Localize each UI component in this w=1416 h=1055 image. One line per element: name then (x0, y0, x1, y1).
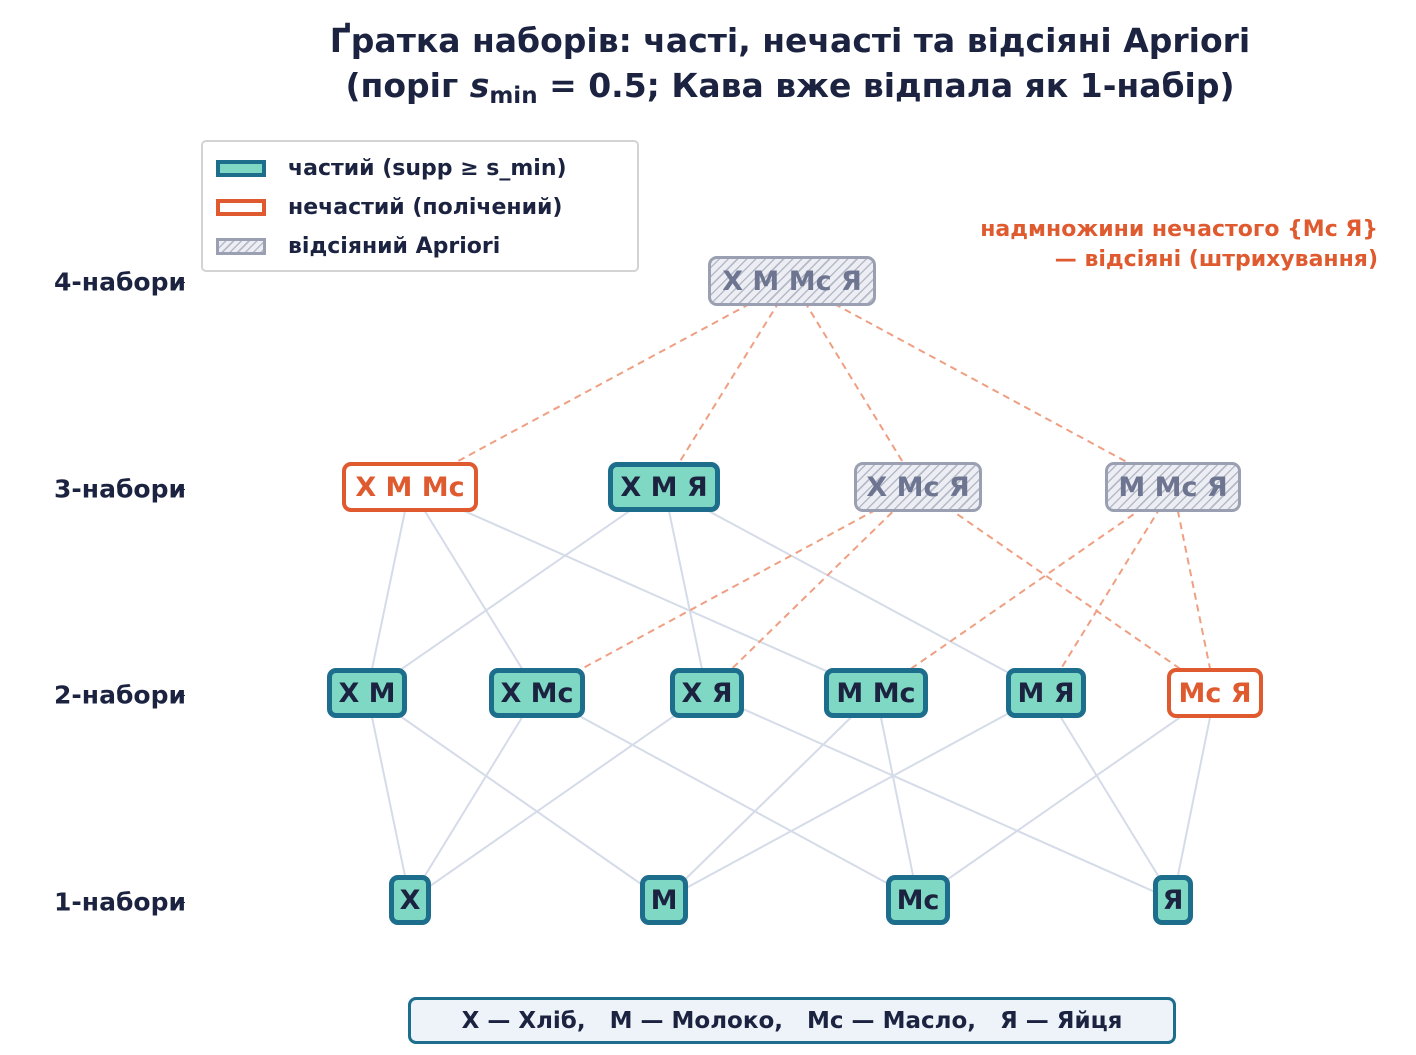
legend-swatch-frequent (216, 159, 266, 177)
edge-XMYa-XYa (663, 486, 708, 694)
edge-XMsYa-MsYa (917, 486, 1216, 694)
edge-MMs-Ms (875, 692, 919, 901)
itemset-node-Ms: Мс (886, 875, 950, 925)
itemset-node-M: М (640, 875, 688, 925)
edge-XYa-X (409, 692, 708, 901)
level-label-2: 2-набори (54, 680, 186, 710)
itemset-label: Мс Я (1178, 677, 1252, 709)
edge-MMsYa-MYa (1045, 486, 1174, 694)
itemset-label: Х М Я (620, 471, 708, 503)
edge-XMMsYa-XMYa (663, 280, 793, 488)
edge-XMMs-MMs (409, 486, 877, 694)
itemset-node-XYa: Х Я (670, 668, 744, 718)
level-label-4: 4-набори (54, 267, 186, 297)
itemset-label: Х Мс Я (866, 471, 970, 503)
itemset-label: Х М (338, 677, 396, 709)
edge-XMMs-XM (366, 486, 411, 694)
edge-MYa-M (663, 692, 1047, 901)
threshold-symbol: s (469, 66, 490, 105)
itemset-node-XM: Х М (327, 668, 407, 718)
itemset-node-MMs: М Мс (824, 668, 928, 718)
chart-subtitle: (поріг smin = 0.5; Кава вже відпала як 1… (190, 66, 1390, 109)
edge-XMsYa-XMs (536, 486, 919, 694)
edge-XMMsYa-MMsYa (791, 280, 1174, 488)
level-label-1: 1-набори (54, 887, 186, 917)
edge-XMMs-XMs (409, 486, 538, 694)
legend-item-pruned: відсіяний Apriori (216, 231, 500, 261)
edge-XMsYa-XYa (706, 486, 919, 694)
edge-XYa-Ya (706, 692, 1174, 901)
level-tick-2 (178, 695, 185, 696)
itemset-label: М (650, 884, 678, 916)
abbreviation-key: Х — Хліб, М — Молоко, Мс — Масло, Я — Яй… (408, 997, 1176, 1044)
itemset-label: Я (1162, 884, 1184, 916)
itemset-label: Х М Мс Я (722, 265, 862, 297)
itemset-label: М Мс (836, 677, 916, 709)
subtitle-prefix: (поріг (345, 66, 470, 105)
itemset-label: Мс (896, 884, 940, 916)
itemset-node-X: Х (389, 875, 431, 925)
itemset-node-MsYa: Мс Я (1167, 668, 1263, 718)
subtitle-suffix: = 0.5; Кава вже відпала як 1-набір) (537, 66, 1235, 105)
edge-MYa-Ya (1045, 692, 1174, 901)
edge-XMMsYa-XMsYa (791, 280, 919, 488)
itemset-node-XMs: Х Мс (489, 668, 585, 718)
itemset-node-Ya: Я (1153, 875, 1193, 925)
edge-XMs-X (409, 692, 538, 901)
edge-MsYa-Ms (917, 692, 1216, 901)
chart-title: Ґратка наборів: часті, нечасті та відсія… (329, 21, 1251, 60)
itemset-label: М Мс Я (1118, 471, 1228, 503)
itemset-node-XMMsYa: Х М Мс Я (708, 256, 876, 306)
itemset-node-MYa: М Я (1006, 668, 1086, 718)
itemset-node-MMsYa: М Мс Я (1105, 462, 1241, 512)
itemset-label: Х Я (681, 677, 733, 709)
legend-item-infrequent: нечастий (полічений) (216, 192, 562, 222)
level-label-3: 3-набори (54, 474, 186, 504)
level-tick-3 (178, 489, 185, 490)
legend-swatch-pruned (216, 237, 266, 255)
legend-swatch-infrequent (216, 198, 266, 216)
level-tick-1 (178, 902, 185, 903)
threshold-subscript: min (489, 83, 538, 109)
itemset-label: М Я (1017, 677, 1075, 709)
edge-XMYa-XM (366, 486, 665, 694)
edge-MsYa-Ya (1172, 692, 1216, 901)
edge-XM-M (366, 692, 665, 901)
edge-XMYa-MYa (663, 486, 1047, 694)
legend-label-frequent: частий (supp ≥ s_min) (288, 155, 567, 181)
legend-label-pruned: відсіяний Apriori (288, 233, 501, 259)
annotation-line-2: — відсіяні (штрихування) (1054, 247, 1378, 272)
itemset-label: Х Мс (500, 677, 574, 709)
edge-MMsYa-MsYa (1172, 486, 1216, 694)
edge-MMsYa-MMs (875, 486, 1174, 694)
level-tick-4 (178, 282, 185, 283)
legend-item-frequent: частий (supp ≥ s_min) (216, 153, 567, 183)
itemset-label: Х (399, 884, 421, 916)
itemset-node-XMYa: Х М Я (608, 462, 720, 512)
edge-XM-X (366, 692, 411, 901)
itemset-node-XMsYa: Х Мс Я (854, 462, 982, 512)
annotation-line-1: надмножини нечастого {Мс Я} (980, 217, 1378, 242)
edge-XMMsYa-XMMs (409, 280, 793, 488)
legend-label-infrequent: нечастий (полічений) (288, 194, 563, 220)
itemset-node-XMMs: Х М Мс (342, 462, 478, 512)
edge-XMs-Ms (536, 692, 919, 901)
pruned-annotation: надмножини нечастого {Мс Я} — відсіяні (… (980, 215, 1378, 275)
edge-MMs-M (663, 692, 877, 901)
legend: частий (supp ≥ s_min) нечастий (полічени… (201, 140, 639, 272)
itemset-label: Х М Мс (355, 471, 465, 503)
